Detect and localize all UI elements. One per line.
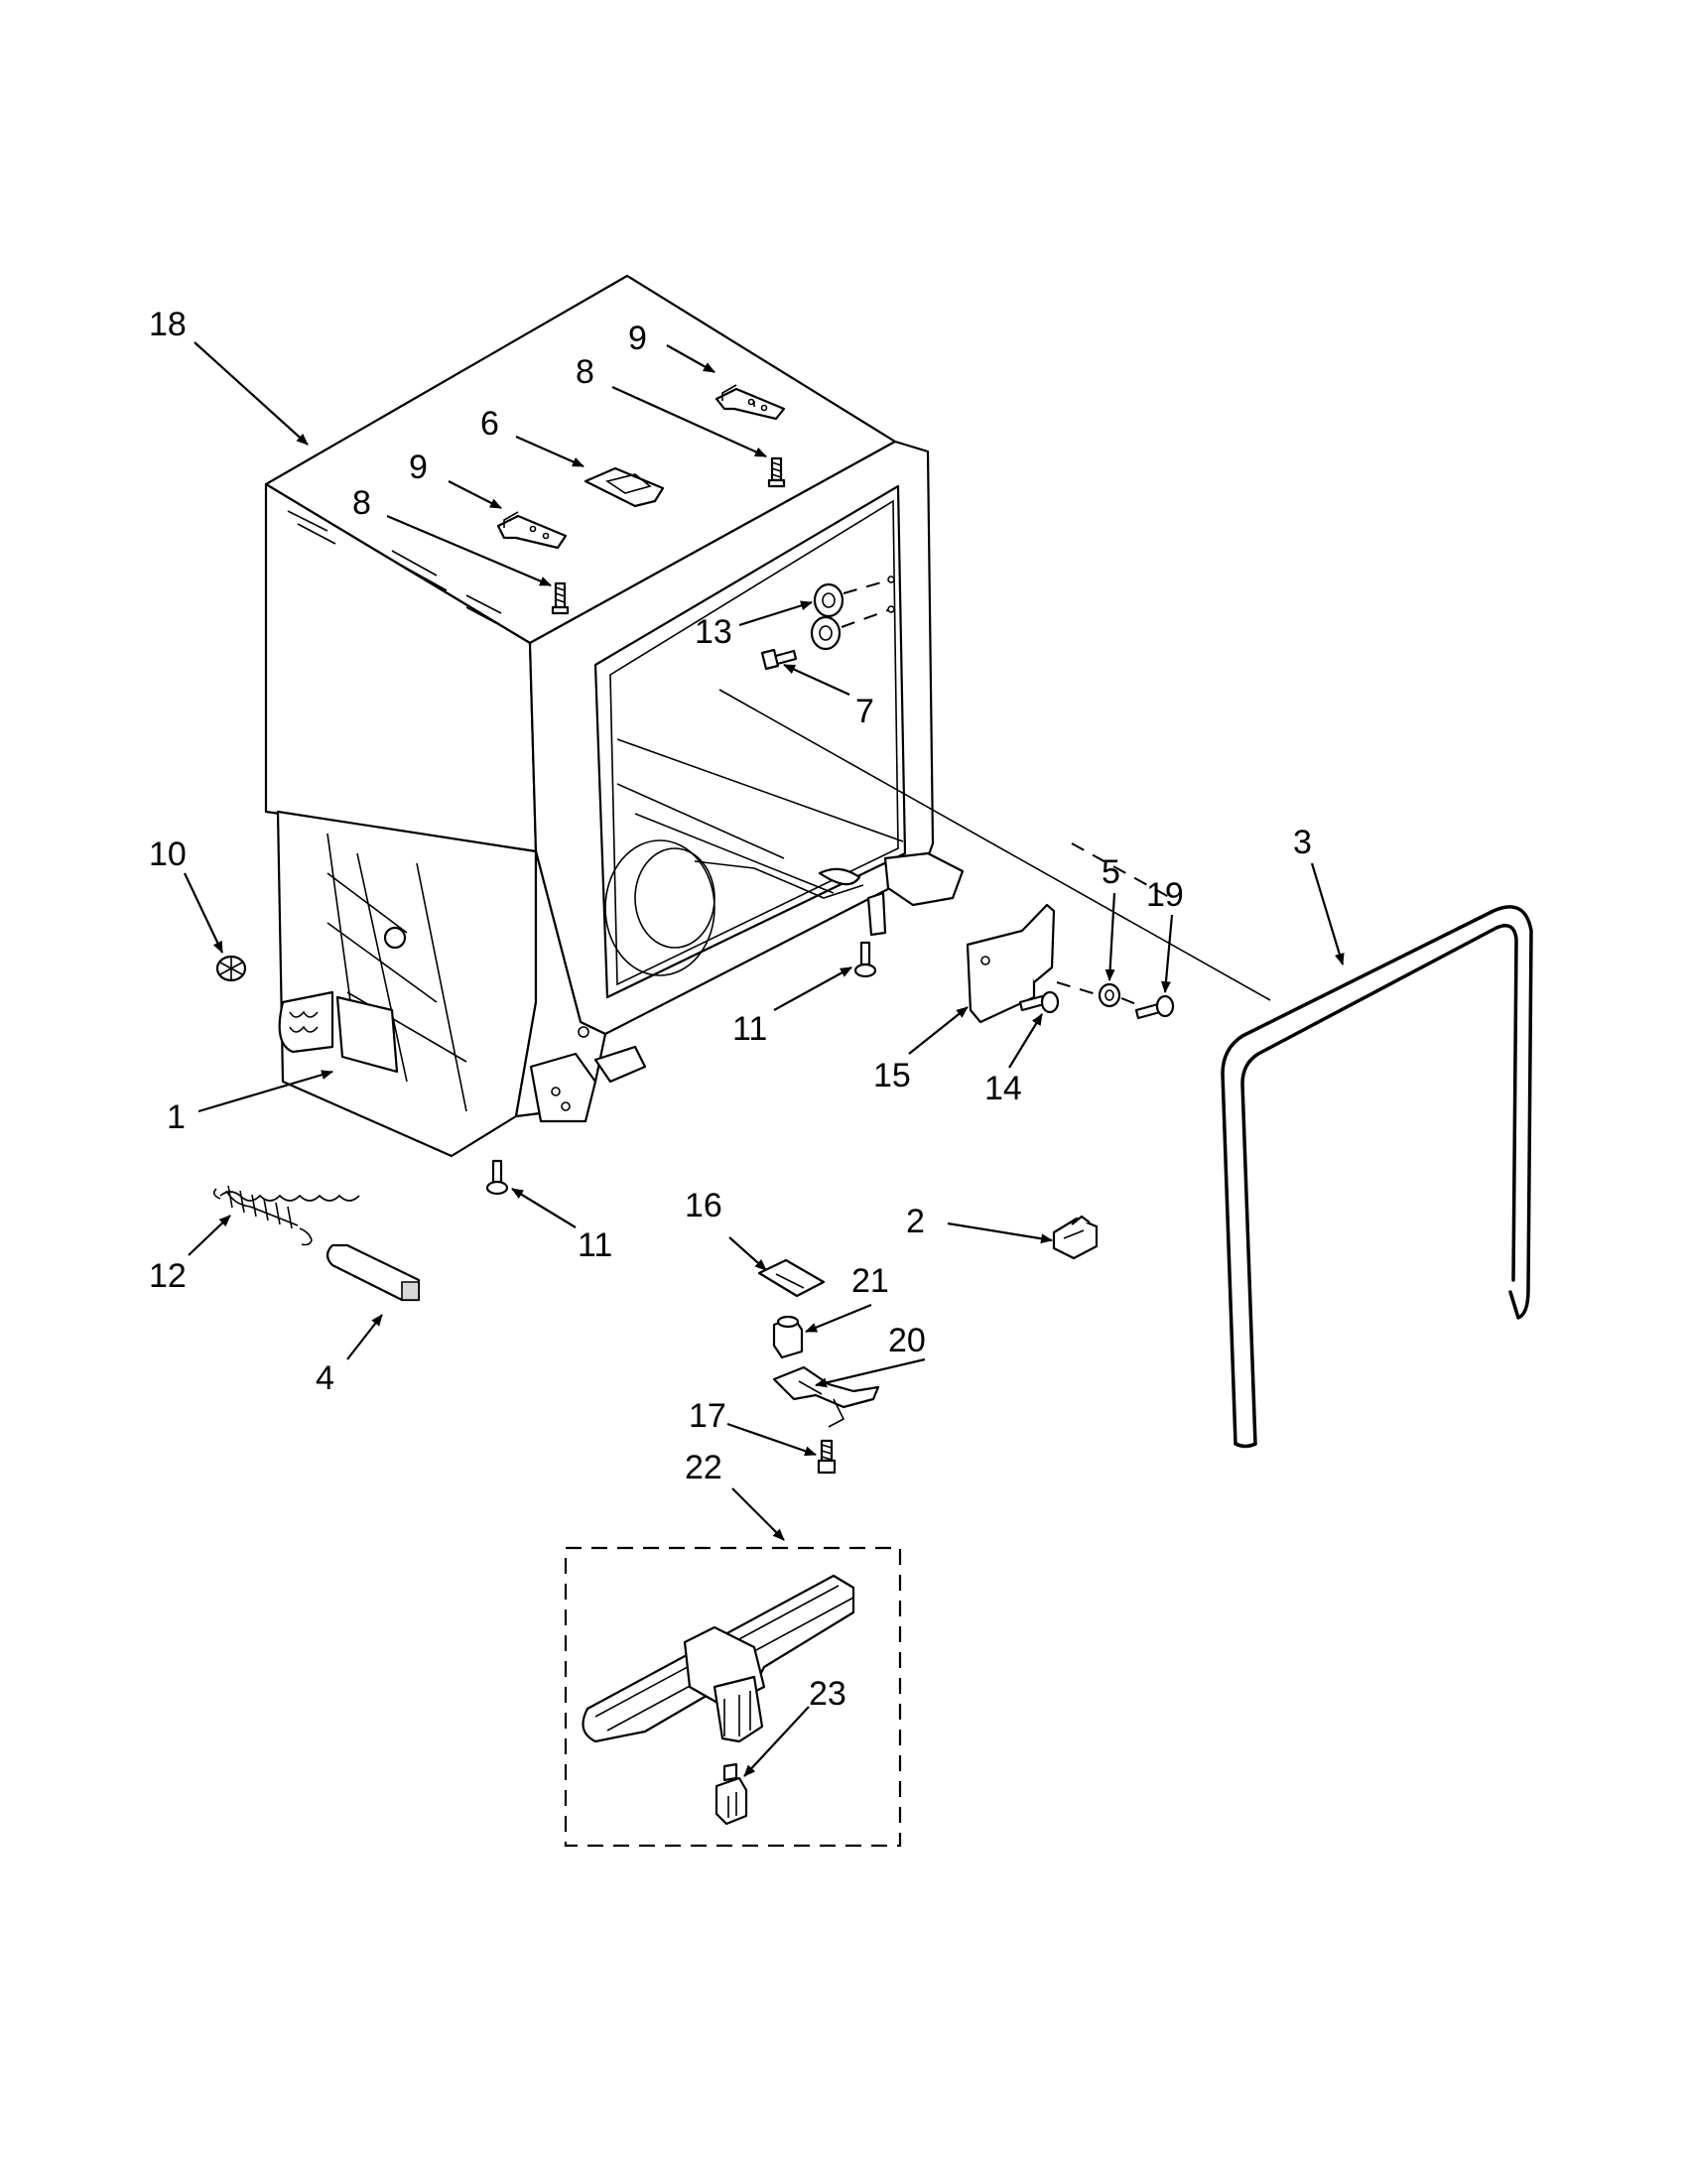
sensor-23 [714,1762,748,1826]
assembly-line [1056,981,1137,1005]
callout-labels: 18 9 8 6 9 8 13 7 10 5 19 3 11 15 14 1 1… [149,306,1312,1713]
callout-20: 20 [888,1322,926,1359]
callout-1: 1 [167,1098,186,1136]
callout-18: 18 [149,306,187,343]
callout-5: 5 [1102,853,1120,891]
screw-17 [817,1439,837,1475]
screw-19 [1134,994,1175,1020]
screw-8-left [551,581,570,615]
screw-7 [760,648,798,671]
label-16 [757,1258,826,1298]
callout-15: 15 [873,1057,911,1094]
callout-6: 6 [480,405,499,443]
wash-housing-22 [582,1574,855,1743]
pad-4 [325,1243,421,1302]
callout-11-left: 11 [578,1226,612,1264]
callout-8-top: 8 [576,353,594,391]
callout-11-right: 11 [732,1010,767,1048]
tub-assembly [264,274,965,1158]
callout-4: 4 [316,1359,334,1397]
callout-3: 3 [1293,824,1312,861]
alignment-line [718,689,1271,1001]
callout-7: 7 [855,693,874,730]
leveling-leg-11-left [485,1159,509,1196]
callout-21: 21 [851,1262,889,1300]
hinge-plate-left [496,511,568,550]
spring-12 [212,1185,360,1246]
door-gasket-3 [1221,905,1533,1449]
bracket-15 [966,903,1056,1024]
callout-17: 17 [689,1397,726,1435]
vent-part-6 [584,466,665,508]
callout-14: 14 [984,1070,1022,1107]
callout-13: 13 [695,613,732,651]
callout-23: 23 [809,1675,846,1713]
callout-16: 16 [685,1187,722,1224]
rack-rollers-13 [810,576,895,651]
bracket-20 [772,1365,880,1428]
callout-10: 10 [149,835,187,873]
callout-8-mid: 8 [352,484,371,522]
leveling-leg-11-right [853,941,877,978]
callout-9-top: 9 [628,320,647,357]
grommet-10 [215,955,247,982]
screw-14 [1018,990,1060,1014]
callout-12: 12 [149,1257,187,1295]
hinge-plate-right [714,384,786,421]
leader-arrows [184,341,1345,1777]
switch-21 [772,1315,804,1359]
callout-22: 22 [685,1449,722,1486]
callout-19: 19 [1146,876,1184,914]
callout-2: 2 [906,1203,925,1240]
latch-2 [1052,1215,1099,1260]
screw-8-right [767,456,786,488]
washer-5 [1098,982,1121,1008]
dashed-group-box-22 [564,1546,902,1848]
callout-9-mid: 9 [409,449,428,486]
